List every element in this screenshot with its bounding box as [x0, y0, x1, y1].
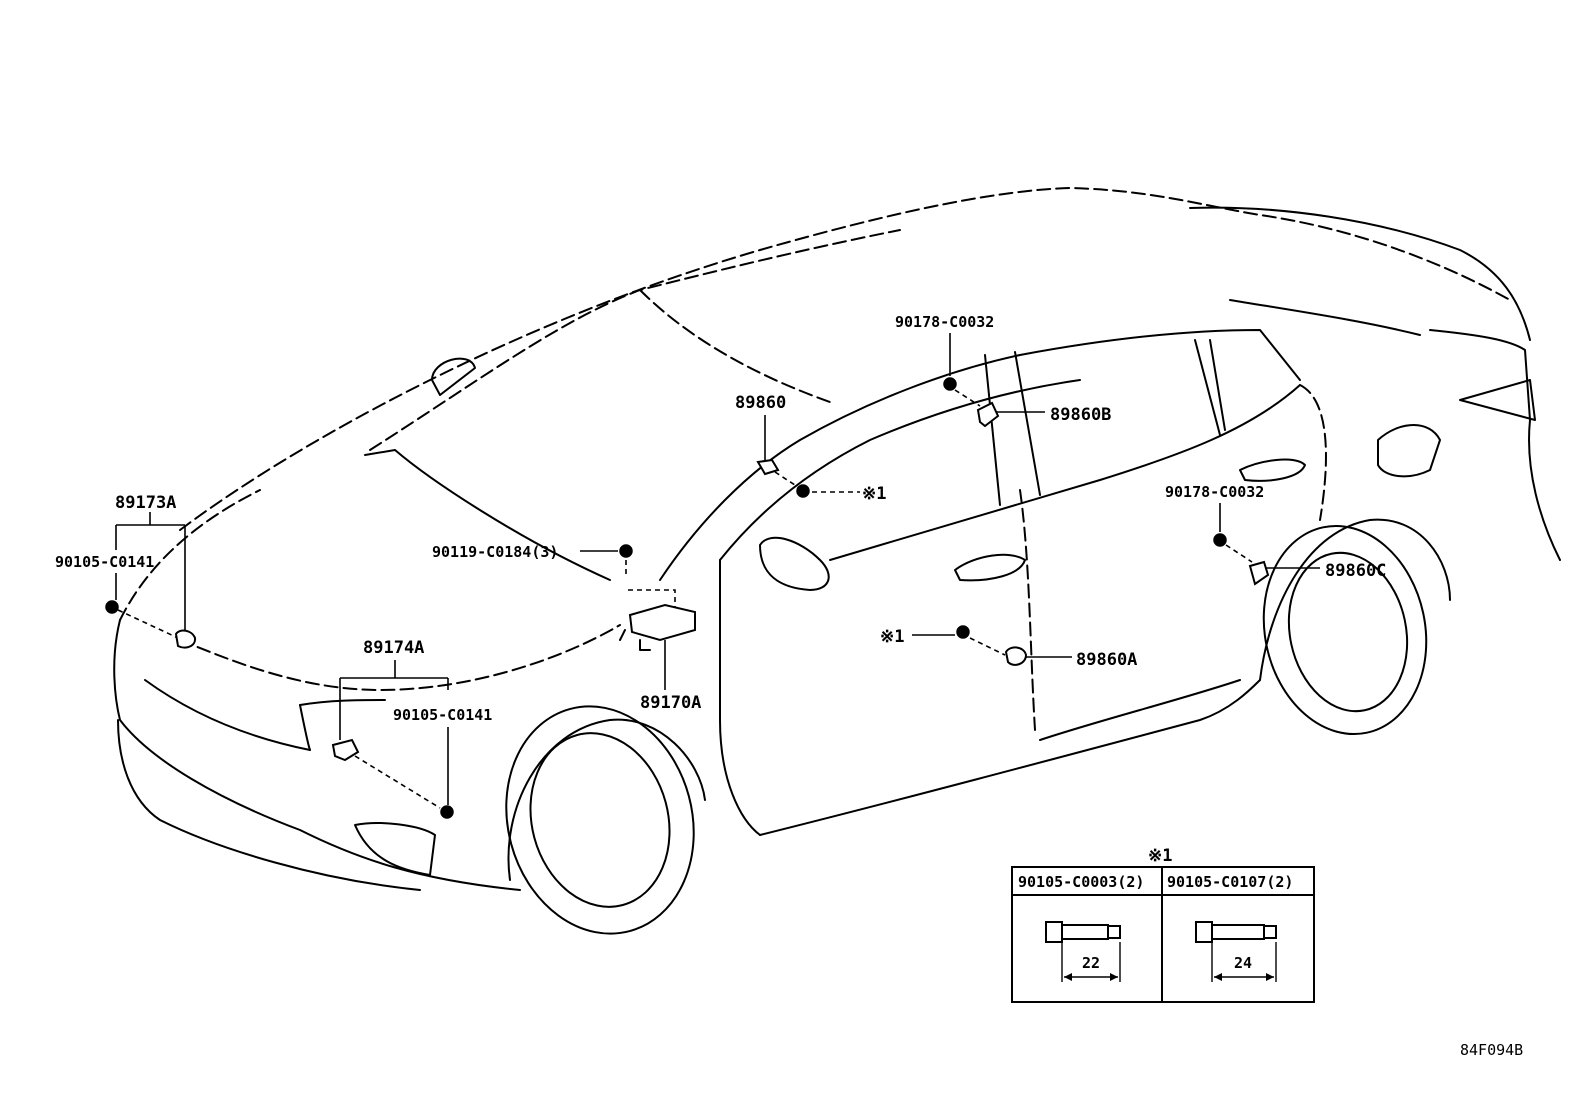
label-89860A: 89860A	[1076, 650, 1137, 670]
bolt-icon-door	[956, 625, 970, 639]
front-sensor-left-icon	[174, 629, 197, 649]
label-89860B: 89860B	[1050, 405, 1111, 425]
part-89174A-group: 89174A 90105-C0141	[331, 638, 492, 819]
side-sensor-icon	[756, 458, 780, 476]
label-ref1-upper: ※1	[862, 484, 886, 504]
label-89174A: 89174A	[363, 638, 424, 658]
part-89170A-group: 90119-C0184(3) 89170A	[432, 543, 701, 713]
label-89860: 89860	[735, 393, 786, 413]
bolt-icon-front	[440, 805, 454, 819]
label-90119: 90119-C0184(3)	[432, 543, 558, 561]
label-89173A: 89173A	[115, 493, 176, 513]
bolt-icon	[105, 600, 119, 614]
car-body	[113, 186, 1561, 891]
nut-icon-top	[943, 377, 957, 391]
part-89860B-group: 90178-C0032 89860B	[895, 313, 1111, 428]
label-90105-front: 90105-C0141	[393, 706, 492, 724]
rear-wheel	[1259, 518, 1451, 736]
part-89860A-group: ※1 89860A	[880, 625, 1137, 670]
label-89170A: 89170A	[640, 693, 701, 713]
front-sensor-center-icon	[331, 738, 360, 762]
bolt-22-icon	[1045, 921, 1121, 982]
part-89173A-group: 89173A 90105-C0141	[55, 493, 197, 649]
ref-table-title: ※1	[1148, 846, 1172, 866]
ref-col2-dim: 24	[1234, 954, 1252, 972]
bolt-icon-89860	[796, 484, 810, 498]
label-ref1-lower: ※1	[880, 627, 904, 647]
reference-table: ※1 90105-C0003(2) 90105-C0107(2) 22 24	[1011, 846, 1315, 1003]
part-89860C-group: 90178-C0032 89860C	[1165, 483, 1386, 586]
front-wheel	[505, 705, 706, 935]
label-89860C: 89860C	[1325, 561, 1386, 581]
ref-col1-dim: 22	[1082, 954, 1100, 972]
label-90178-rear: 90178-C0032	[1165, 483, 1264, 501]
screw-icon	[619, 544, 633, 558]
label-90105-left: 90105-C0141	[55, 553, 154, 571]
drawing-code: 84F094B	[1460, 1041, 1523, 1059]
ref-col1-part: 90105-C0003(2)	[1018, 873, 1144, 891]
part-89860-group: 89860 ※1	[735, 393, 886, 504]
label-90178-top: 90178-C0032	[895, 313, 994, 331]
rear-sensor-icon	[1248, 560, 1270, 586]
airbag-ecu-icon	[628, 603, 696, 642]
nut-icon-rear	[1213, 533, 1227, 547]
door-sensor-icon	[1004, 646, 1028, 666]
ref-col2-part: 90105-C0107(2)	[1167, 873, 1293, 891]
bolt-24-icon	[1195, 921, 1277, 982]
pillar-sensor-icon	[976, 401, 1000, 428]
